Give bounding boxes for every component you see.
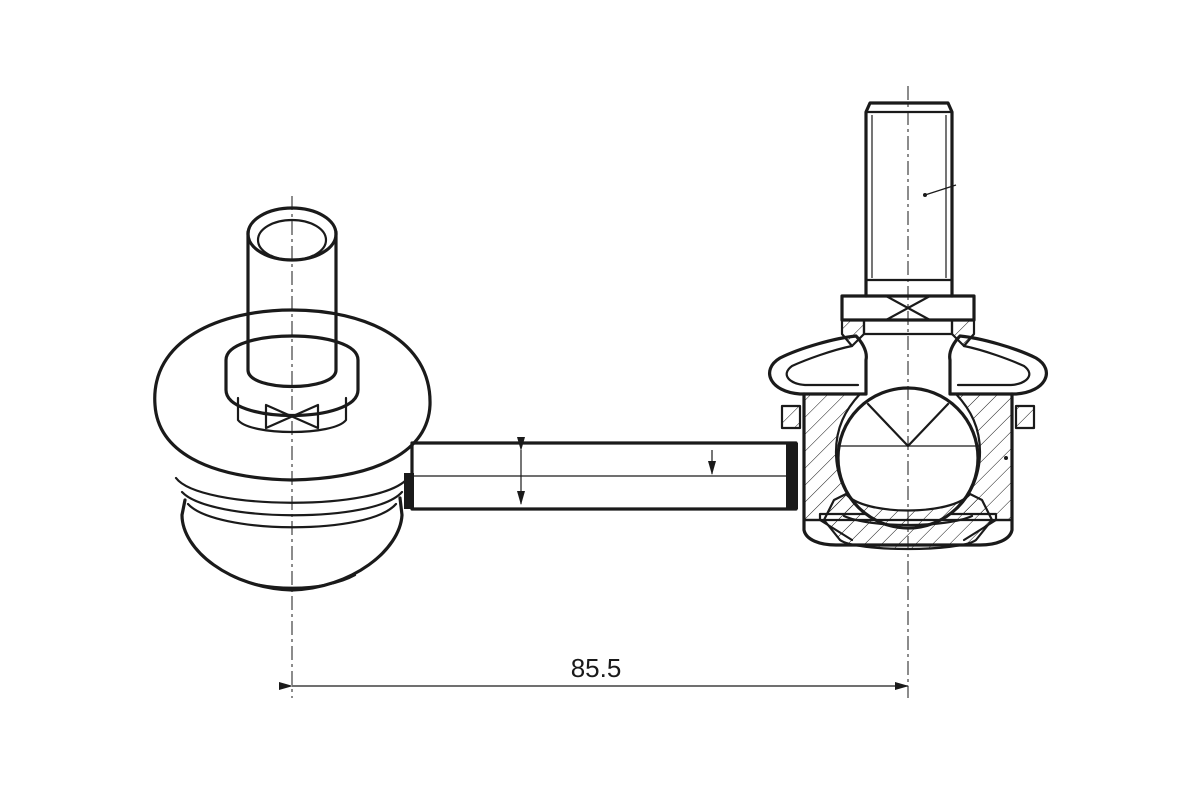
left-stud	[246, 230, 338, 389]
dimension-value: 85.5	[571, 653, 622, 683]
right-dust-boot	[768, 334, 868, 396]
right-dust-boot-r	[948, 334, 1048, 396]
left-nut	[224, 334, 360, 417]
connecting-rod	[404, 437, 798, 511]
left-dust-boot	[153, 308, 432, 482]
boot-clip-right	[1014, 404, 1036, 430]
right-ball-joint-section	[768, 101, 1048, 551]
left-housing-ring	[174, 476, 410, 504]
left-housing-ring-4	[228, 573, 357, 589]
boot-clip-left	[780, 404, 802, 430]
right-threaded-stud	[864, 101, 954, 298]
center-lines	[291, 86, 909, 698]
center-distance-dimension: 85.5	[279, 653, 909, 690]
rod-left-sleeve	[404, 473, 414, 509]
